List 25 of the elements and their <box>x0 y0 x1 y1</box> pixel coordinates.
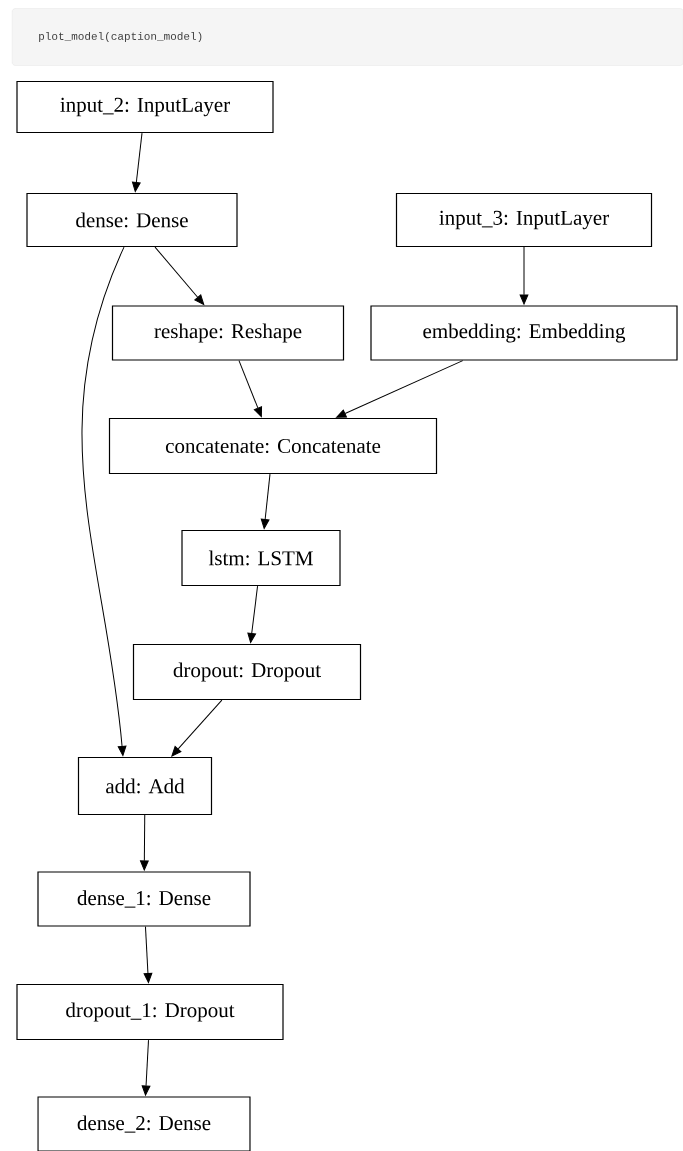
arrow <box>154 246 205 305</box>
layer-box: input_2: InputLayer <box>16 80 274 134</box>
arrow <box>519 246 529 305</box>
layer-box: dense_2: Dense <box>37 1096 251 1151</box>
layer-box: reshape: Reshape <box>111 305 345 361</box>
layer-box: embedding: Embedding <box>370 305 678 361</box>
arrow <box>336 360 464 418</box>
arrow <box>171 699 223 757</box>
arrow <box>247 585 259 644</box>
arrow <box>81 246 127 757</box>
arrow <box>139 814 149 871</box>
layer-box: concatenate: Concatenate <box>108 417 438 475</box>
arrow <box>238 360 263 418</box>
arrow <box>141 1039 151 1096</box>
arrow <box>143 926 153 984</box>
layer-box: lstm: LSTM <box>181 529 341 587</box>
layer-box: dense_1: Dense <box>37 871 251 927</box>
layer-box: input_3: InputLayer <box>395 192 653 248</box>
arrow <box>131 132 143 193</box>
layer-box: dropout: Dropout <box>132 643 362 701</box>
code-cell: plot_model(caption_model) <box>12 8 683 66</box>
layer-box: dropout_1: Dropout <box>16 983 284 1041</box>
arrow <box>260 473 271 530</box>
layer-box: add: Add <box>77 756 213 816</box>
layer-box: dense: Dense <box>26 192 238 248</box>
